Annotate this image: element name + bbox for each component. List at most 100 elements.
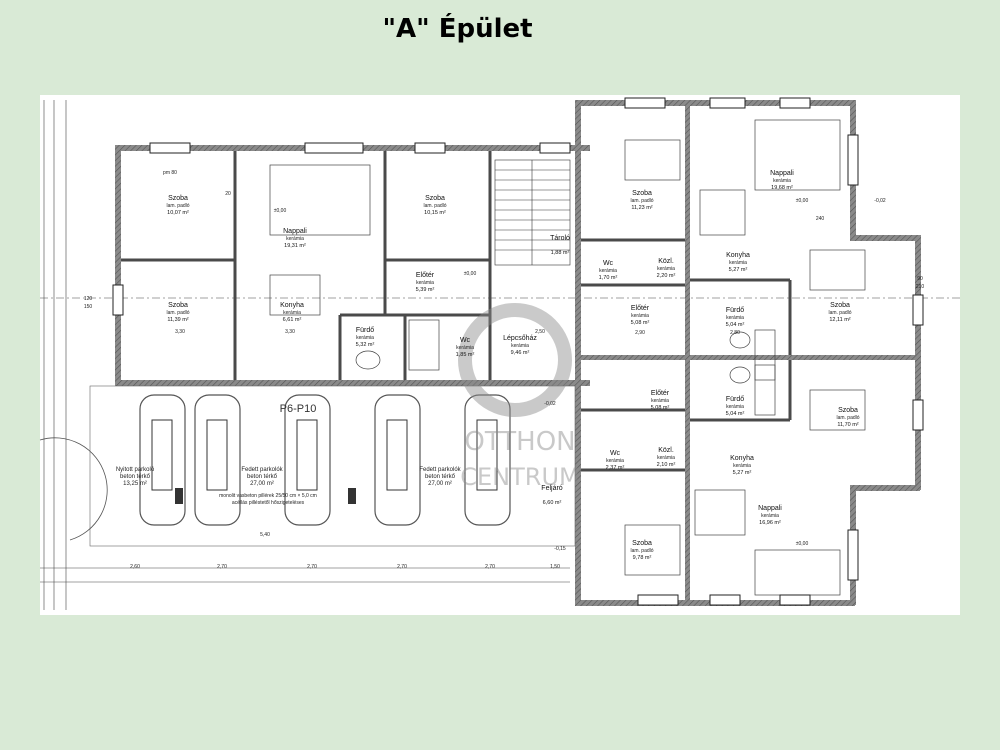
svg-text:Nappali: Nappali	[283, 228, 307, 235]
svg-text:3,30: 3,30	[175, 329, 185, 335]
svg-text:2,70: 2,70	[307, 564, 317, 570]
svg-text:6,60 m²: 6,60 m²	[543, 500, 562, 506]
svg-text:5,08 m²: 5,08 m²	[631, 320, 650, 326]
svg-text:13,25 m²: 13,25 m²	[123, 481, 147, 487]
svg-text:kerámia: kerámia	[283, 310, 301, 316]
svg-text:kerámia: kerámia	[733, 463, 751, 469]
svg-text:Közl.: Közl.	[658, 258, 674, 265]
parking-label: P6-P10	[280, 403, 317, 415]
page-title: "A" Épület	[382, 14, 533, 44]
svg-text:-0,02: -0,02	[874, 198, 886, 204]
svg-text:10,07 m²: 10,07 m²	[167, 210, 189, 216]
svg-text:Wc: Wc	[603, 260, 614, 267]
svg-text:5,39 m²: 5,39 m²	[416, 287, 435, 293]
svg-text:1,70 m²: 1,70 m²	[599, 275, 618, 281]
svg-text:Tároló: Tároló	[550, 235, 570, 242]
svg-text:Wc: Wc	[460, 337, 471, 344]
dimension-labels: 2,60 2,70 2,70 2,70 2,70 1,50 5,40 3,30 …	[84, 170, 925, 570]
svg-text:kerámia: kerámia	[511, 343, 529, 349]
svg-text:5,04 m²: 5,04 m²	[726, 322, 745, 328]
svg-text:kerámia: kerámia	[356, 335, 374, 341]
watermark: OTTHON CENTRUM	[458, 303, 580, 491]
svg-text:kerámia: kerámia	[631, 313, 649, 319]
svg-text:lam. padló: lam. padló	[630, 548, 653, 554]
svg-text:16,96 m²: 16,96 m²	[759, 520, 781, 526]
left-dimension-lines	[40, 100, 960, 610]
svg-text:5,27 m²: 5,27 m²	[729, 267, 748, 273]
svg-text:Szoba: Szoba	[425, 195, 445, 202]
svg-text:lam. padló: lam. padló	[630, 198, 653, 204]
svg-text:kerámia: kerámia	[726, 404, 744, 410]
svg-text:pm 80: pm 80	[163, 170, 177, 176]
watermark-line1: OTTHON	[464, 427, 575, 457]
svg-text:2,70: 2,70	[485, 564, 495, 570]
svg-text:6,61 m²: 6,61 m²	[283, 317, 302, 323]
svg-text:5,04 m²: 5,04 m²	[726, 411, 745, 417]
svg-text:11,39 m²: 11,39 m²	[167, 317, 188, 323]
svg-text:kerámia: kerámia	[657, 455, 675, 461]
interior-walls	[121, 151, 792, 472]
svg-text:Közl.: Közl.	[658, 447, 674, 454]
svg-text:monolit vasbeton pillérek 25/5: monolit vasbeton pillérek 25/50 cm × 5,0…	[219, 493, 317, 499]
svg-text:20: 20	[225, 191, 231, 197]
svg-text:5,32 m²: 5,32 m²	[356, 342, 375, 348]
svg-text:2,60: 2,60	[130, 564, 140, 570]
svg-text:lam. padló: lam. padló	[423, 203, 446, 209]
svg-text:beton térkő: beton térkő	[425, 474, 456, 480]
svg-text:acéllás pilléstetől hőszigetel: acéllás pilléstetől hőszigeteléses	[232, 500, 305, 506]
svg-text:210: 210	[916, 284, 925, 290]
svg-text:lam. padló: lam. padló	[836, 415, 859, 421]
svg-text:kerámia: kerámia	[773, 178, 791, 184]
svg-text:Előtér: Előtér	[631, 305, 650, 312]
svg-text:lam. padló: lam. padló	[166, 310, 189, 316]
svg-text:Szoba: Szoba	[632, 190, 652, 197]
svg-text:beton térkő: beton térkő	[120, 474, 151, 480]
svg-text:5,40: 5,40	[260, 532, 270, 538]
svg-text:Fedett parkolók: Fedett parkolók	[419, 467, 461, 473]
staircase	[494, 159, 571, 266]
svg-text:Szoba: Szoba	[838, 407, 858, 414]
svg-text:240: 240	[816, 216, 825, 222]
svg-text:kerámia: kerámia	[729, 260, 747, 266]
parking-labels: P6-P10 Nyitott parkoló beton térkő 13,25…	[116, 403, 462, 506]
svg-text:3,30: 3,30	[285, 329, 295, 335]
svg-text:2,70: 2,70	[217, 564, 227, 570]
svg-text:lam. padló: lam. padló	[166, 203, 189, 209]
parking-area	[39, 385, 576, 547]
svg-text:19,68 m²: 19,68 m²	[771, 185, 793, 191]
svg-text:kerámia: kerámia	[606, 458, 624, 464]
svg-text:kerámia: kerámia	[416, 280, 434, 286]
svg-text:9,78 m²: 9,78 m²	[633, 555, 652, 561]
windows	[112, 97, 924, 606]
svg-text:Lépcsőház: Lépcsőház	[503, 335, 537, 342]
svg-text:150: 150	[84, 304, 93, 310]
svg-text:5,08 m²: 5,08 m²	[651, 405, 670, 411]
svg-text:-0,15: -0,15	[554, 546, 566, 552]
svg-text:kerámia: kerámia	[657, 266, 675, 272]
watermark-line2: CENTRUM	[460, 463, 579, 491]
svg-text:1,88 m²: 1,88 m²	[551, 250, 570, 256]
svg-text:2,37 m²: 2,37 m²	[606, 465, 625, 471]
svg-text:kerámia: kerámia	[761, 513, 779, 519]
svg-text:1,85 m²: 1,85 m²	[456, 352, 475, 358]
svg-text:±0,00: ±0,00	[274, 208, 287, 214]
svg-text:10,15 m²: 10,15 m²	[424, 210, 446, 216]
svg-text:kerámia: kerámia	[286, 236, 304, 242]
